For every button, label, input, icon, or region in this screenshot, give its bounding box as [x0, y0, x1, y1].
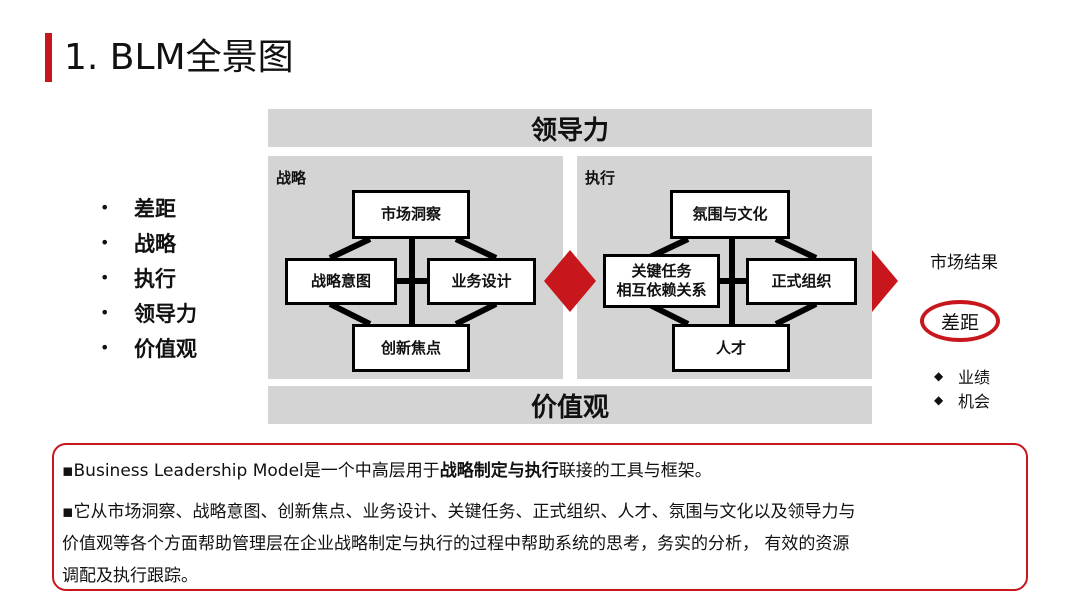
- market-result-label: 市场结果: [930, 253, 998, 273]
- result-item-text: 业绩: [958, 368, 991, 387]
- description-line-4: 调配及执行跟踪。: [62, 566, 198, 586]
- page-title: 1. BLM全景图: [64, 37, 294, 78]
- node-formal-organization: 正式组织: [746, 258, 857, 305]
- list-item: • 差距: [100, 190, 197, 225]
- node-strategic-intent: 战略意图: [285, 258, 397, 305]
- bullet-icon: •: [100, 268, 110, 287]
- bullet-icon: •: [100, 338, 110, 357]
- node-innovation-focus: 创新焦点: [352, 324, 470, 372]
- diamond-bullet-icon: ◆: [934, 369, 944, 383]
- description-line-1: ▪Business Leadership Model是一个中高层用于战略制定与执…: [62, 456, 712, 481]
- bullet-text: 战略: [134, 231, 176, 256]
- description-line-3: 价值观等各个方面帮助管理层在企业战略制定与执行的过程中帮助系统的思考，务实的分析…: [62, 534, 850, 554]
- list-item: • 执行: [100, 260, 197, 295]
- node-market-insight: 市场洞察: [352, 190, 470, 239]
- red-arrow-icon: [872, 250, 898, 312]
- node-business-design: 业务设计: [427, 258, 536, 305]
- side-bullet-list: • 差距 • 战略 • 执行 • 领导力 • 价值观: [100, 190, 197, 365]
- node-key-tasks: 关键任务 相互依赖关系: [603, 254, 720, 308]
- list-item: • 战略: [100, 225, 197, 260]
- node-climate-culture: 氛围与文化: [670, 190, 790, 239]
- list-item: ◆ 机会: [934, 388, 990, 412]
- leadership-band: 领导力: [268, 109, 872, 147]
- bullet-text: 价值观: [134, 336, 197, 361]
- diamond-bullet-icon: ◆: [934, 393, 944, 407]
- list-item: • 领导力: [100, 295, 197, 330]
- desc-line1-bold: 战略制定与执行: [439, 461, 559, 481]
- description-box: [52, 443, 1028, 591]
- result-item-text: 机会: [958, 392, 991, 411]
- desc-line1-suffix: 联接的工具与框架。: [558, 461, 712, 481]
- node-talent: 人才: [672, 324, 790, 372]
- gap-oval: 差距: [920, 300, 1000, 342]
- gap-label: 差距: [940, 311, 979, 334]
- strategy-connectors: [328, 236, 498, 327]
- desc-line1-prefix: ▪Business Leadership Model是一个中高层用于: [62, 461, 440, 481]
- bullet-text: 执行: [134, 266, 176, 291]
- bullet-icon: •: [100, 198, 110, 217]
- values-band: 价值观: [268, 386, 872, 424]
- bullet-text: 差距: [134, 196, 176, 221]
- execution-label: 执行: [585, 169, 616, 187]
- bullet-text: 领导力: [134, 301, 197, 326]
- bullet-icon: •: [100, 233, 110, 252]
- bullet-icon: •: [100, 303, 110, 322]
- red-diamond-icon: [544, 250, 596, 312]
- description-line-2: ▪它从市场洞察、战略意图、创新焦点、业务设计、关键任务、正式组织、人才、氛围与文…: [62, 502, 856, 522]
- list-item: ◆ 业绩: [934, 364, 990, 388]
- title-accent-bar: [45, 33, 52, 82]
- list-item: • 价值观: [100, 330, 197, 365]
- result-list: ◆ 业绩 ◆ 机会: [934, 364, 990, 412]
- strategy-label: 战略: [276, 169, 307, 187]
